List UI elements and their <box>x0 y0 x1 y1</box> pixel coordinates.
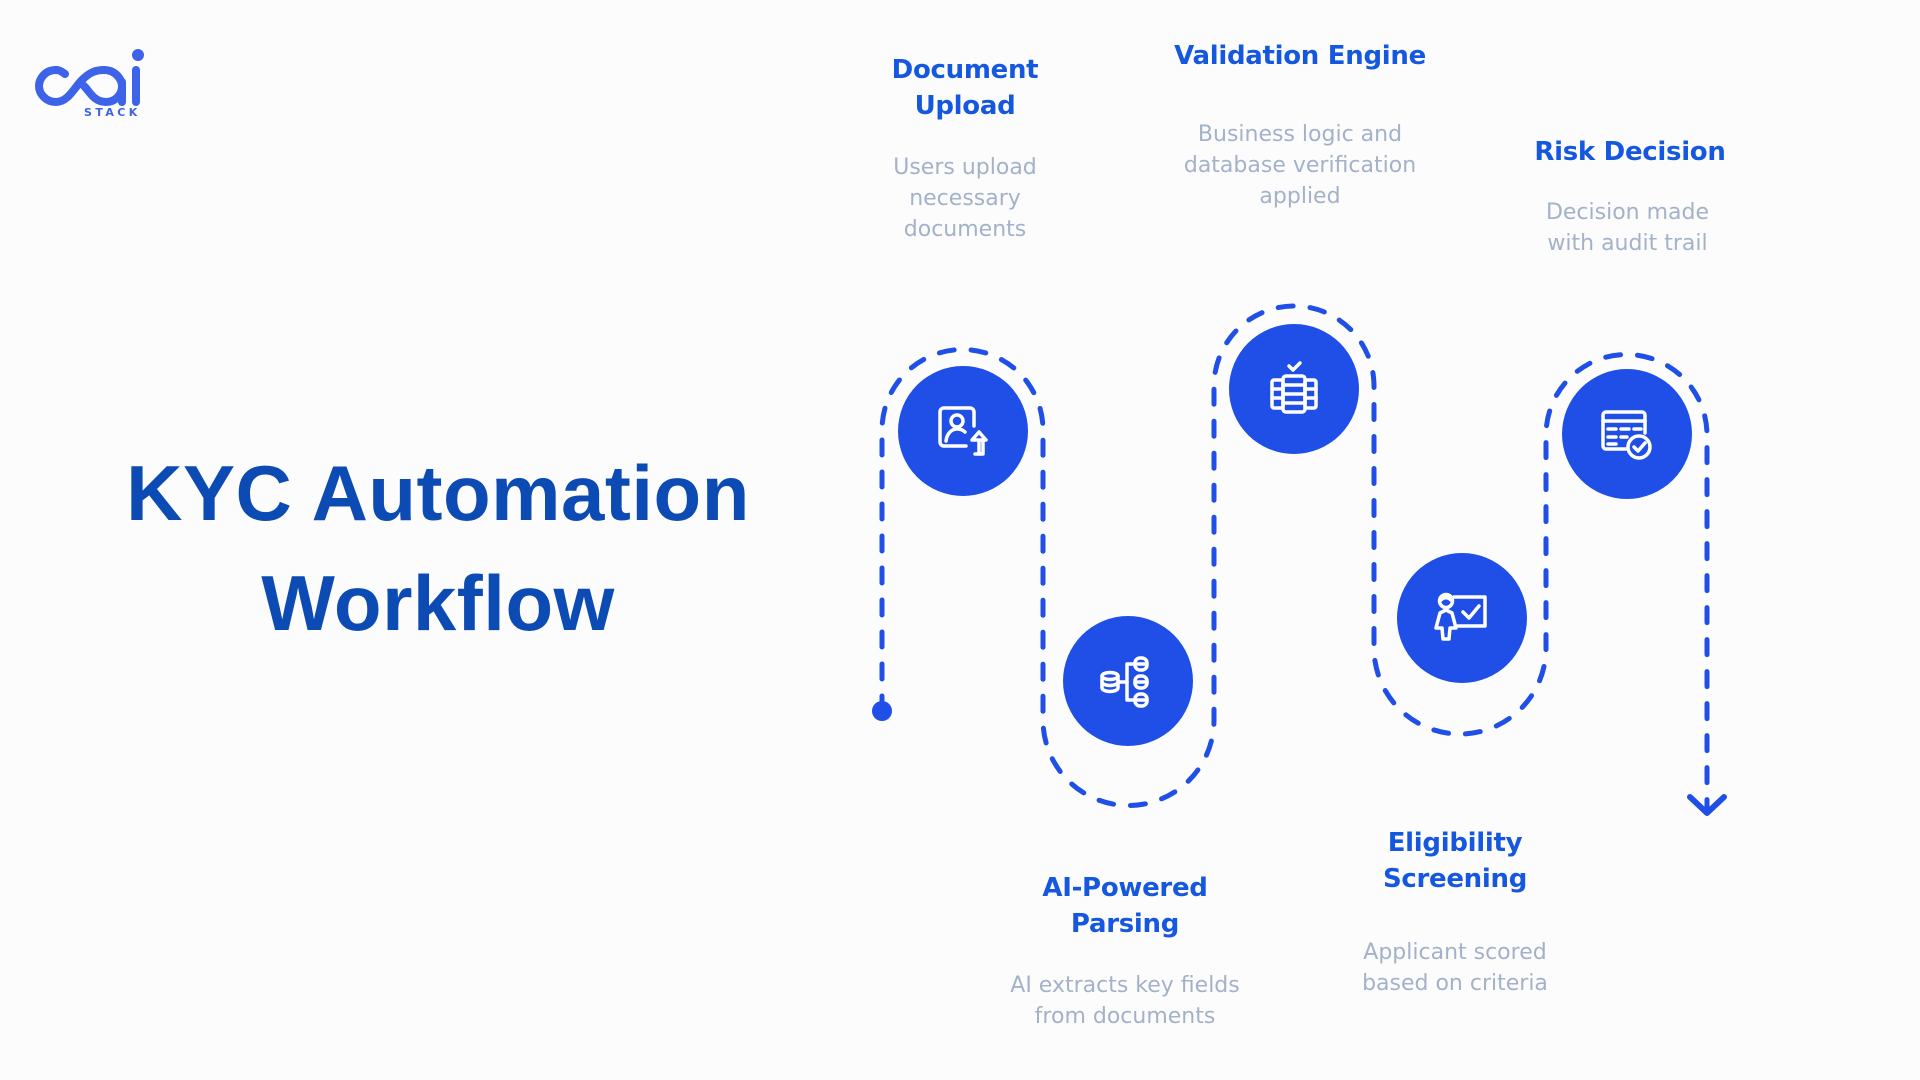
logo-i-dot <box>132 49 144 61</box>
step-title: Eligibility Screening <box>1330 825 1580 897</box>
step-node <box>1562 369 1692 499</box>
dashed-connector <box>879 303 1710 811</box>
step-desc-line: Applicant scored <box>1363 940 1547 965</box>
logo-infinity-stroke <box>34 65 127 107</box>
step-node <box>1229 324 1359 454</box>
step-desc-line: Business logic and <box>1197 122 1403 147</box>
step-desc-line: applied <box>1259 184 1341 209</box>
step-title-line: AI-Powered <box>1042 873 1208 903</box>
start-dot <box>872 701 892 721</box>
step-title: AI-Powered Parsing <box>990 870 1260 942</box>
page-title: KYC Automation Workflow <box>88 438 788 658</box>
step-title-line: Validation Engine <box>1174 41 1426 71</box>
step-title-line: Upload <box>914 91 1016 121</box>
step-desc-line: documents <box>903 217 1027 242</box>
database-tree-icon <box>1100 656 1149 708</box>
step-desc-line: with audit trail <box>1547 231 1708 256</box>
page-title-line-2: Workflow <box>261 559 615 647</box>
document-upload-icon <box>938 406 988 456</box>
step-description: AI extracts key fields from documents <box>970 970 1280 1032</box>
step-description: Decision made with audit trail <box>1500 197 1755 259</box>
step-desc-line: Decision made <box>1545 200 1710 225</box>
step-desc-line: based on criteria <box>1362 971 1548 996</box>
step-node <box>1063 616 1193 746</box>
logo-c-tail <box>52 66 69 78</box>
step-title: Risk Decision <box>1500 134 1760 170</box>
step-title: Document Upload <box>840 52 1090 124</box>
step-node <box>898 366 1028 496</box>
step-description: Business logic and database verification… <box>1140 119 1460 212</box>
step-title: Validation Engine <box>1150 38 1450 74</box>
logo-subtitle: STACK <box>84 106 141 119</box>
step-desc-line: necessary <box>909 186 1021 211</box>
person-checkboard-icon <box>1434 592 1487 641</box>
step-description: Users upload necessary documents <box>840 152 1090 245</box>
table-check-icon <box>1601 410 1652 460</box>
step-desc-line: database verification <box>1183 153 1417 178</box>
step-title-line: Screening <box>1382 864 1528 894</box>
step-desc-line: Users upload <box>893 155 1037 180</box>
cai-logo-mark <box>34 49 144 107</box>
step-desc-line: AI extracts key fields <box>1010 973 1240 998</box>
step-title-line: Risk Decision <box>1534 137 1726 167</box>
step-node <box>1397 553 1527 683</box>
step-title-line: Parsing <box>1070 909 1180 939</box>
page-title-line-1: KYC Automation <box>126 449 750 537</box>
step-title-line: Document <box>891 55 1039 85</box>
server-check-icon <box>1270 361 1318 414</box>
end-arrow-icon <box>1687 794 1727 816</box>
step-description: Applicant scored based on criteria <box>1320 937 1590 999</box>
step-title-line: Eligibility <box>1387 828 1523 858</box>
step-desc-line: from documents <box>1034 1004 1216 1029</box>
